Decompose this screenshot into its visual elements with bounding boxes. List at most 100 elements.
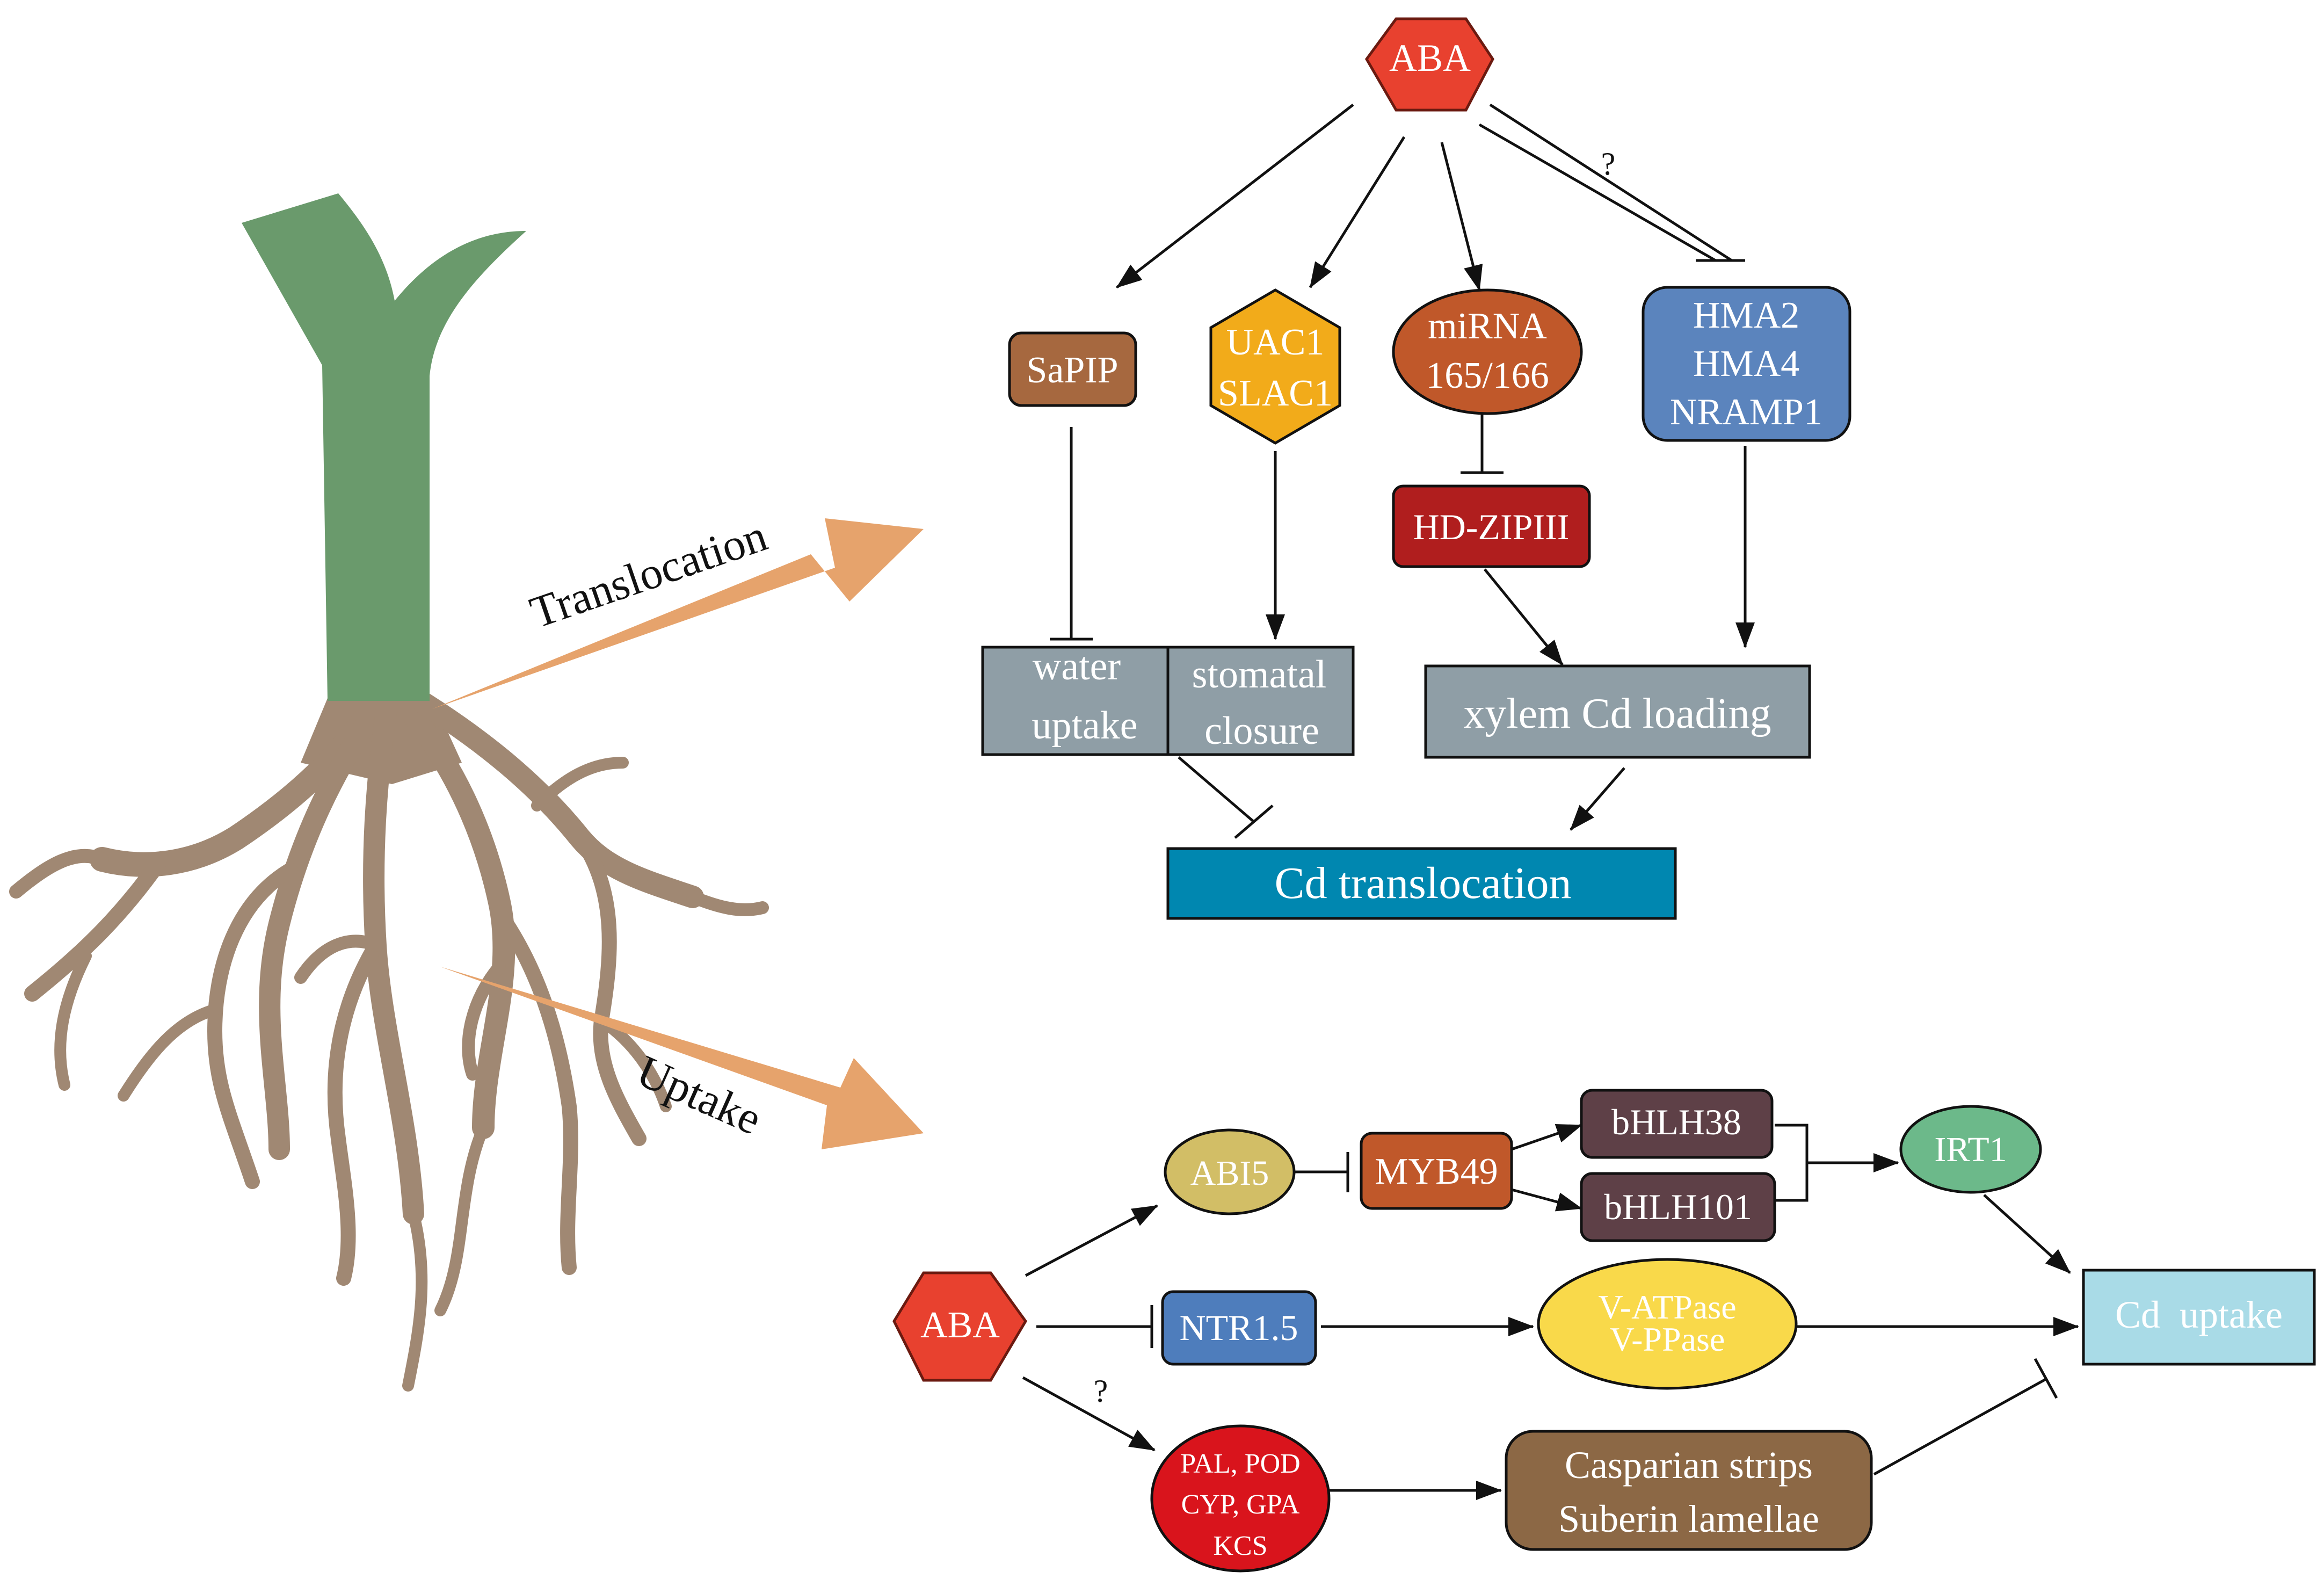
kcs-label: KCS — [1213, 1531, 1267, 1561]
root-system — [9, 691, 769, 1392]
connector-aba-sapip — [1116, 104, 1354, 288]
hma2-label: HMA2 — [1693, 295, 1799, 336]
myb49-box — [1360, 1132, 1513, 1210]
connector-bhlh-bracket — [1775, 1124, 1809, 1202]
abi5-label: ABI5 — [1190, 1154, 1269, 1193]
cd-translocation-box — [1166, 847, 1677, 920]
uptake-pathway — [1022, 1124, 2079, 1500]
root-branch — [294, 935, 382, 984]
mirna-ellipse — [1392, 288, 1583, 415]
connector-aba-uac1 — [1309, 136, 1406, 288]
question-mark-pal: ? — [1094, 1373, 1108, 1409]
vppase-label: V-PPase — [1610, 1320, 1725, 1358]
connector-myb49-bhlh101 — [1511, 1188, 1582, 1212]
connector-myb49-bhlh38 — [1511, 1124, 1582, 1151]
casparian-label: Casparian strips — [1565, 1444, 1813, 1487]
casparian-box — [1505, 1430, 1873, 1551]
slac1-label: SLAC1 — [1218, 373, 1333, 414]
translocation-pathway — [1050, 103, 1755, 839]
sapip-node: SaPIP — [1008, 331, 1137, 407]
irt1-ellipse — [1899, 1105, 2042, 1194]
connector-xylem-cd — [1570, 767, 1625, 831]
cd-uptake-node: Cd uptake — [2082, 1269, 2316, 1366]
root-branch — [24, 851, 169, 1002]
translocation-arrow: Translocation — [432, 511, 924, 709]
suberin-label: Suberin lamellae — [1558, 1497, 1819, 1540]
uptake-word-label: uptake — [1032, 704, 1137, 748]
connector-casparian-cd-uptake — [1873, 1378, 2047, 1476]
aba-bottom-label: ABA — [920, 1305, 1000, 1346]
connector-aba-pal — [1022, 1376, 1156, 1452]
translocation-arrow-shape — [432, 518, 924, 709]
root-branch — [9, 849, 109, 899]
bhlh38-node: bHLH38 — [1580, 1089, 1774, 1159]
myb49-node: MYB49 — [1360, 1132, 1513, 1210]
aba-bottom-node: ABA — [892, 1271, 1027, 1382]
sapip-box — [1008, 331, 1137, 407]
pal-label: PAL, POD — [1180, 1448, 1301, 1479]
connector-aba-hma-upper — [1489, 103, 1733, 262]
hdzip-node: HD-ZIPIII — [1392, 484, 1591, 568]
pal-ellipse — [1150, 1424, 1331, 1573]
xylem-loading-node: xylem Cd loading — [1424, 664, 1811, 759]
abi5-ellipse — [1164, 1128, 1296, 1215]
root-branch — [572, 830, 647, 1146]
water-uptake-node: water uptake — [981, 644, 1170, 756]
cd-uptake-label: Cd uptake — [2115, 1293, 2283, 1336]
hma-node: HMA2 HMA4 NRAMP1 — [1642, 286, 1851, 442]
inhibit-bar-cd — [1234, 805, 1274, 839]
abi5-node: ABI5 — [1164, 1128, 1296, 1215]
bhlh101-label: bHLH101 — [1604, 1186, 1752, 1227]
stem — [242, 193, 526, 701]
hdzip-box — [1392, 484, 1591, 568]
water-label: water — [1033, 644, 1121, 689]
inhibit-bar-cd-uptake — [2034, 1358, 2058, 1399]
root-branch — [207, 863, 297, 1189]
vatpase-label: V-ATPase — [1598, 1288, 1736, 1326]
uptake-arrow: Uptake — [440, 967, 924, 1149]
root-branch — [686, 890, 769, 916]
nramp1-label: NRAMP1 — [1670, 392, 1822, 433]
myb49-label: MYB49 — [1375, 1151, 1498, 1192]
aba-bottom-hexagon — [892, 1271, 1027, 1382]
bhlh38-label: bHLH38 — [1611, 1102, 1741, 1142]
connector-grey-cd — [1178, 756, 1255, 823]
closure-label: closure — [1204, 709, 1319, 753]
connector-hdzip-xylem — [1484, 568, 1564, 666]
root-branch — [402, 1208, 428, 1392]
sapip-label: SaPIP — [1026, 350, 1118, 391]
cd-translocation-label: Cd translocation — [1275, 858, 1572, 908]
vatpase-ellipse — [1537, 1258, 1798, 1390]
irt1-label: IRT1 — [1934, 1130, 2007, 1169]
cyp-label: CYP, GPA — [1181, 1489, 1300, 1520]
vatpase-node: V-ATPase V-PPase — [1537, 1258, 1798, 1390]
stomatal-closure-node: stomatal closure — [1166, 646, 1355, 756]
root-branch — [462, 960, 506, 1081]
hma4-label: HMA4 — [1693, 343, 1799, 385]
xylem-loading-label: xylem Cd loading — [1463, 690, 1771, 737]
uac1-slac1-node: UAC1 SLAC1 — [1209, 288, 1341, 445]
root-branch — [397, 698, 515, 1139]
mirna-number-label: 165/166 — [1426, 355, 1549, 396]
cd-uptake-box — [2082, 1269, 2316, 1366]
ntr-node: NTR1.5 — [1161, 1290, 1317, 1366]
stomatal-closure-box — [1166, 646, 1355, 756]
connector-aba-hma-lower — [1478, 123, 1717, 262]
water-uptake-box — [981, 646, 1170, 756]
uptake-arrow-shape — [440, 967, 924, 1149]
connector-aba-abi5 — [1025, 1204, 1158, 1277]
bhlh101-node: bHLH101 — [1580, 1172, 1776, 1242]
hdzip-label: HD-ZIPIII — [1413, 506, 1570, 547]
aba-top-hexagon — [1365, 17, 1494, 112]
hma-box — [1642, 286, 1851, 442]
uac1-label: UAC1 — [1226, 322, 1325, 363]
uac1-hexagon — [1209, 288, 1341, 445]
connector-aba-mirna — [1440, 142, 1483, 291]
ntr-box — [1161, 1290, 1317, 1366]
ntr-label: NTR1.5 — [1180, 1307, 1298, 1348]
xylem-loading-box — [1424, 664, 1811, 759]
pal-node: PAL, POD CYP, GPA KCS — [1150, 1424, 1331, 1573]
root-branch — [492, 906, 578, 1275]
